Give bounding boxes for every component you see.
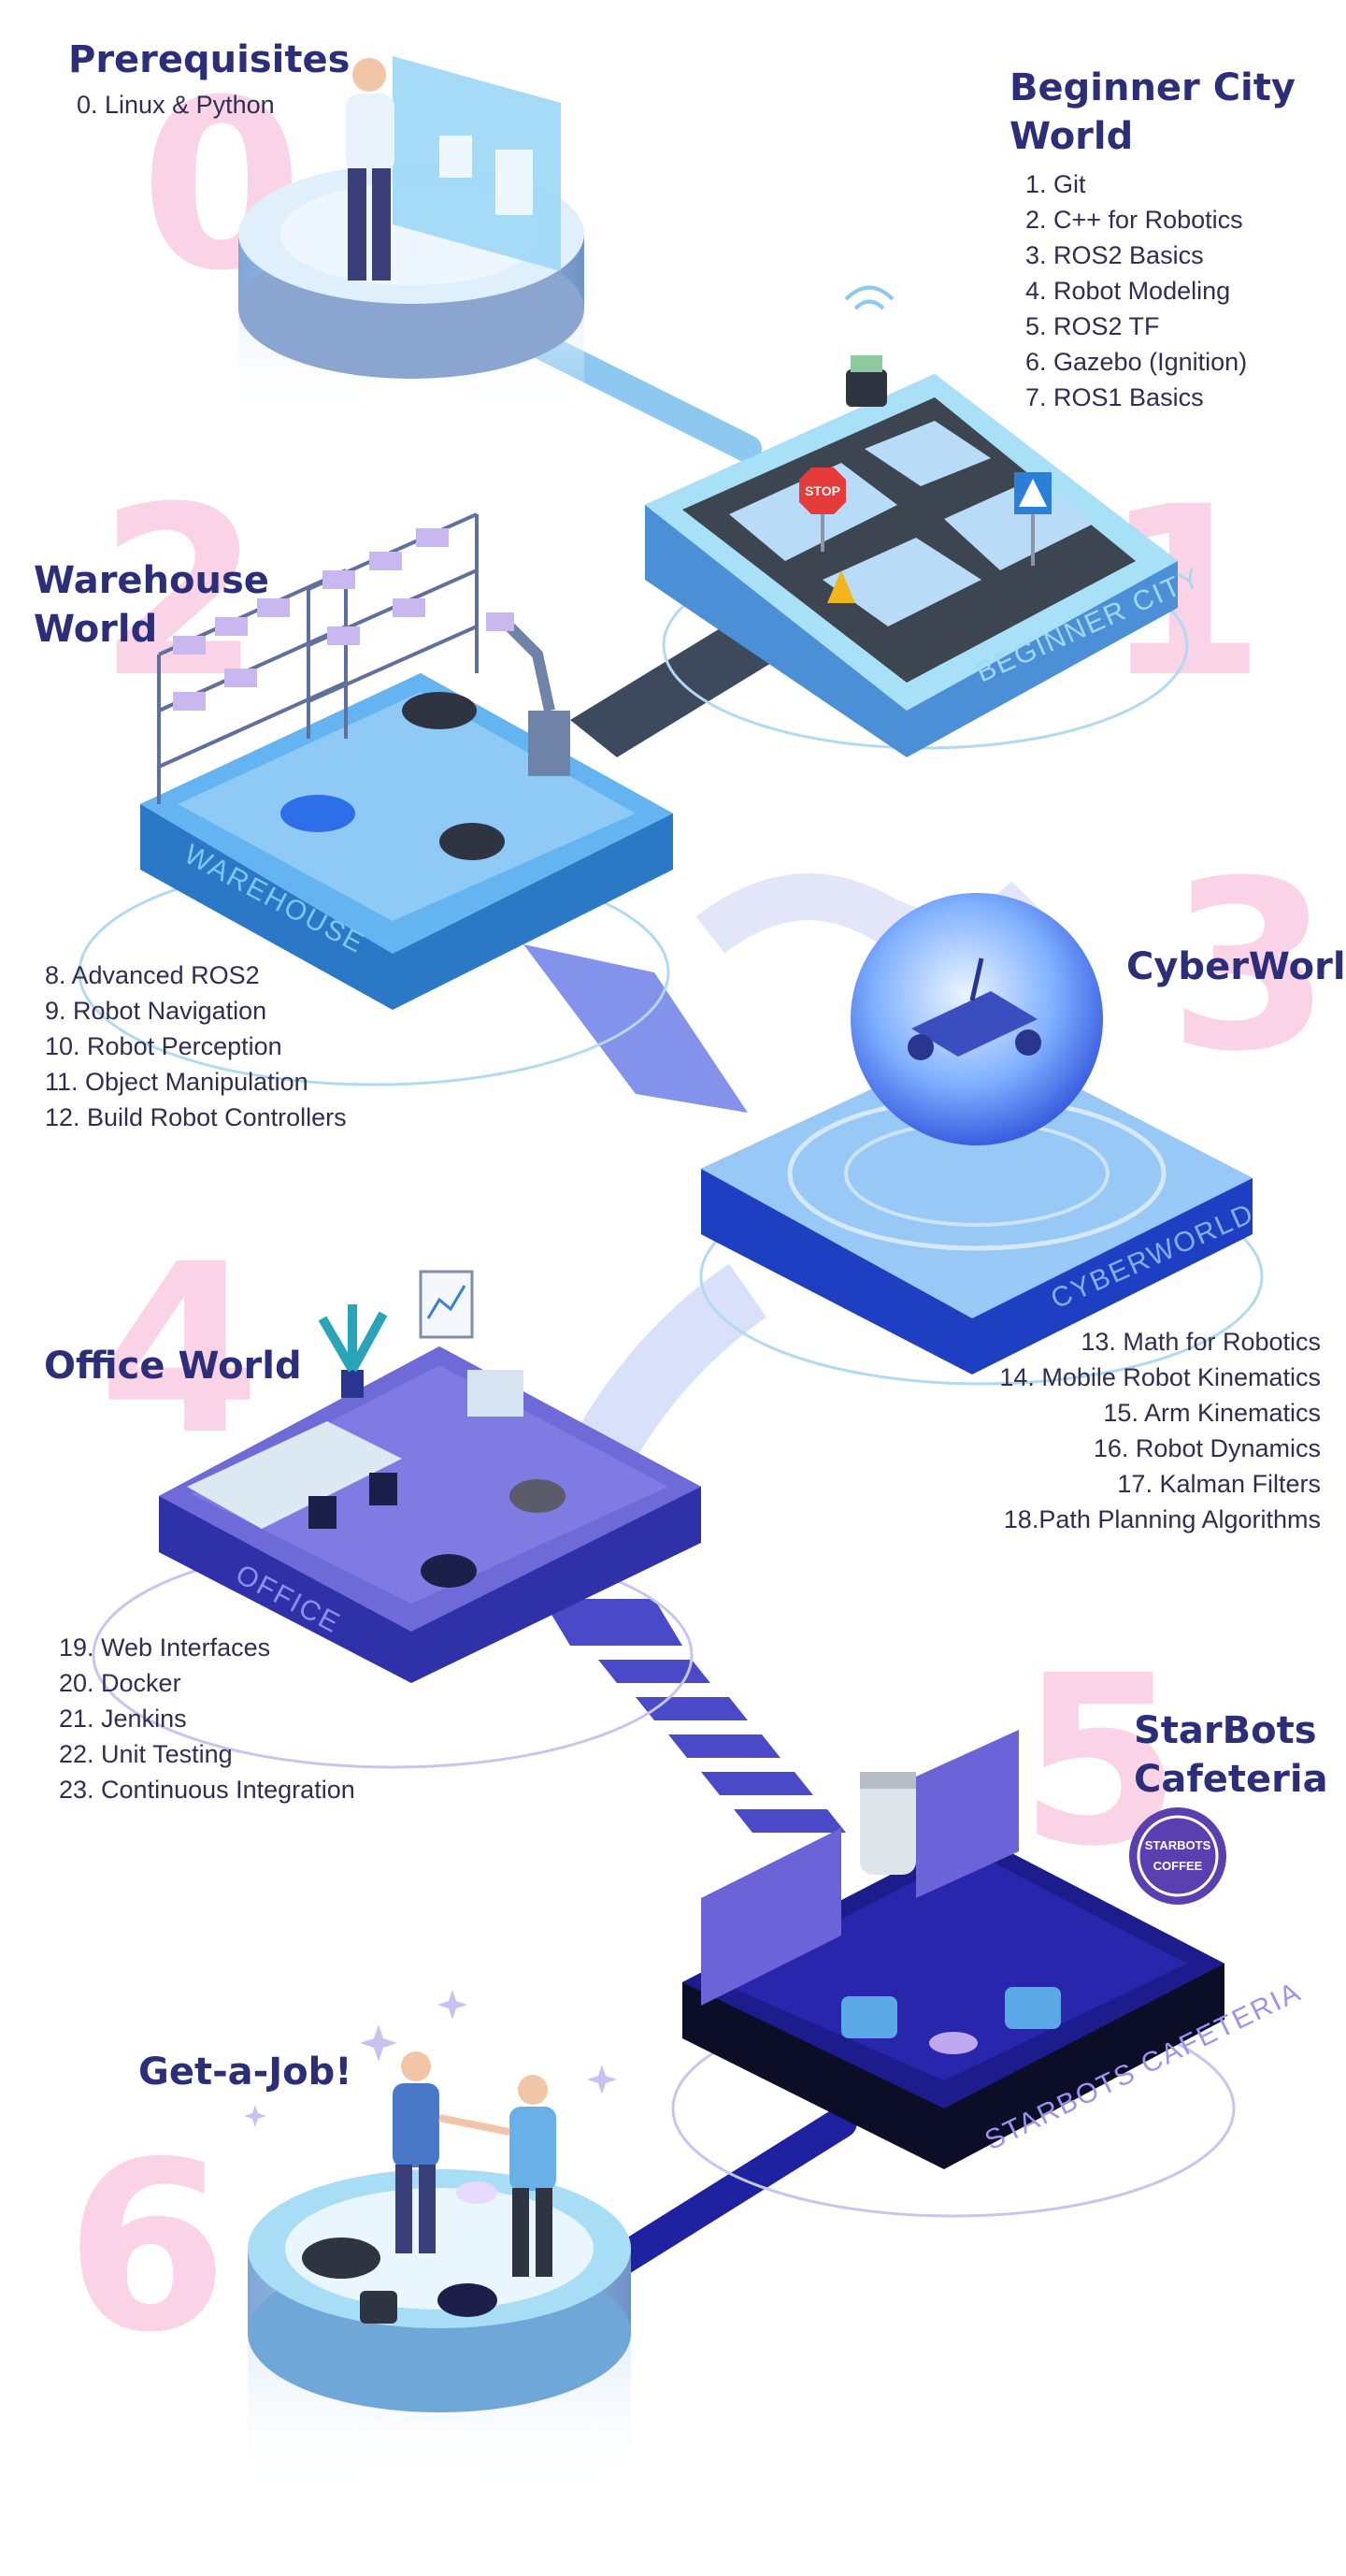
stop-sign-text: STOP — [805, 483, 840, 498]
robot-icon-d — [456, 2181, 497, 2204]
list-item: 16. Robot Dynamics — [1093, 1434, 1321, 1462]
list-item: 12. Build Robot Controllers — [45, 1103, 347, 1131]
get-a-job-platform — [244, 1990, 631, 2492]
stop-sign-icon: STOP — [799, 468, 846, 552]
list-item: 10. Robot Perception — [45, 1032, 282, 1060]
potted-plant-icon — [318, 1304, 388, 1398]
list-item: 0. Linux & Python — [77, 91, 275, 119]
stage-6-number: 6 — [65, 2111, 228, 2383]
list-item: 6. Gazebo (Ignition) — [1025, 348, 1248, 376]
warehouse-boxes — [173, 528, 449, 711]
cafe-table — [929, 2032, 978, 2054]
office-robot-icon — [421, 1554, 477, 1588]
rover-robot-icon — [908, 957, 1041, 1060]
whiteboard-chart-icon — [419, 1270, 474, 1339]
warehouse-title-line-2: World — [34, 608, 158, 651]
starbots-title-line-1: StarBots — [1134, 1709, 1317, 1752]
starbots-coffee-sign: STARBOTS COFFEE — [1129, 1807, 1226, 1905]
beginner-city-platform: BEGINNER CITY STOP — [645, 285, 1206, 757]
cyberworld-list: 13. Math for Robotics 14. Mobile Robot K… — [999, 1324, 1321, 1537]
office-platform: OFFICE — [92, 1270, 701, 1769]
list-item: 7. ROS1 Basics — [1025, 383, 1204, 411]
vacuum-robot-icon — [509, 1479, 566, 1513]
list-item: 21. Jenkins — [59, 1705, 187, 1733]
turtle-robot-icon — [439, 823, 505, 860]
list-item: 19. Web Interfaces — [59, 1633, 271, 1662]
cyberworld-platform: CYBERWORLD — [695, 873, 1264, 1386]
warehouse-title-line-1: Warehouse — [34, 559, 269, 602]
office-chair — [308, 1496, 336, 1529]
robot-icon-b — [360, 2291, 397, 2324]
coffee-machine — [916, 1730, 1019, 1898]
office-world-title: Office World — [44, 1345, 302, 1388]
cafe-sofa — [841, 1987, 1061, 2038]
counter — [701, 1828, 841, 2006]
prerequisites-platform — [238, 56, 584, 411]
coffee-cup-icon — [860, 1772, 916, 1875]
data-stream-connector-3-4 — [569, 1263, 767, 1475]
beginner-city-title: Beginner City World — [1010, 64, 1296, 161]
list-item: 23. Continuous Integration — [59, 1776, 355, 1804]
robot-icon-a — [302, 2238, 380, 2279]
stage-4-number: 4 — [98, 1214, 261, 1486]
sign-line-1: STARBOTS — [1145, 1838, 1211, 1852]
robot-icon-c — [437, 2283, 497, 2317]
sign-line-2: COFFEE — [1153, 1859, 1203, 1873]
traffic-cone-icon — [827, 570, 855, 603]
lidar-robot-icon — [280, 795, 355, 832]
beginner-city-title-line-2: World — [1010, 115, 1134, 158]
office-desk — [187, 1421, 402, 1529]
presenter-person — [346, 58, 394, 281]
prerequisites-title: Prerequisites — [68, 38, 351, 81]
get-a-job-title: Get-a-Job! — [138, 2051, 352, 2094]
list-item: 9. Robot Navigation — [45, 997, 267, 1025]
list-item: 17. Kalman Filters — [1117, 1470, 1321, 1498]
connector-5-6 — [601, 2107, 857, 2279]
beginner-city-title-line-1: Beginner City — [1010, 66, 1296, 109]
wifi-icon — [844, 285, 895, 301]
road-loop — [682, 397, 1136, 683]
workstation-monitor — [467, 1370, 523, 1417]
prerequisites-list: 0. Linux & Python — [77, 87, 275, 122]
starbots-title-line-2: Cafeteria — [1134, 1758, 1328, 1801]
small-robot-icon — [844, 285, 895, 407]
list-item: 2. C++ for Robotics — [1025, 206, 1243, 234]
list-item: 8. Advanced ROS2 — [45, 961, 260, 989]
warehouse-title: Warehouse World — [34, 556, 269, 654]
list-item: 18.Path Planning Algorithms — [1003, 1505, 1321, 1533]
list-item: 14. Mobile Robot Kinematics — [999, 1363, 1321, 1391]
list-item: 3. ROS2 Basics — [1025, 241, 1204, 269]
warehouse-list: 8. Advanced ROS2 9. Robot Navigation 10.… — [45, 957, 347, 1135]
office-list: 19. Web Interfaces 20. Docker 21. Jenkin… — [59, 1630, 355, 1807]
list-item: 13. Math for Robotics — [1081, 1328, 1321, 1356]
starbots-cafeteria-platform: STARBOTS CAFETERIA STARBOTS COFFEE — [671, 1730, 1307, 2218]
mobile-robot-icon — [402, 692, 477, 729]
office-chair-2 — [369, 1473, 397, 1505]
list-item: 4. Robot Modeling — [1025, 277, 1231, 305]
list-item: 11. Object Manipulation — [45, 1068, 308, 1096]
beginner-city-list: 1. Git 2. C++ for Robotics 3. ROS2 Basic… — [1025, 166, 1247, 415]
starbots-title: StarBots Cafeteria — [1134, 1706, 1328, 1804]
conveyor-connector-2-3 — [523, 944, 748, 1113]
list-item: 5. ROS2 TF — [1025, 312, 1160, 340]
warehouse-platform: WAREHOUSE — [78, 512, 673, 1087]
stairs-connector-4-5 — [542, 1599, 846, 1833]
road-connector-1-2 — [570, 617, 785, 757]
presentation-screen — [393, 56, 561, 271]
crosswalk-sign-icon — [1014, 472, 1052, 566]
stage-3-number: 3 — [1168, 830, 1331, 1102]
sparkle-icons — [244, 1990, 617, 2127]
handshake-people — [393, 2051, 556, 2277]
list-item: 22. Unit Testing — [59, 1740, 233, 1768]
cyberworld-title: CyberWorld — [1126, 945, 1346, 988]
robot-arm-icon — [486, 612, 570, 776]
list-item: 20. Docker — [59, 1669, 181, 1697]
list-item: 1. Git — [1025, 170, 1086, 198]
list-item: 15. Arm Kinematics — [1103, 1399, 1321, 1427]
